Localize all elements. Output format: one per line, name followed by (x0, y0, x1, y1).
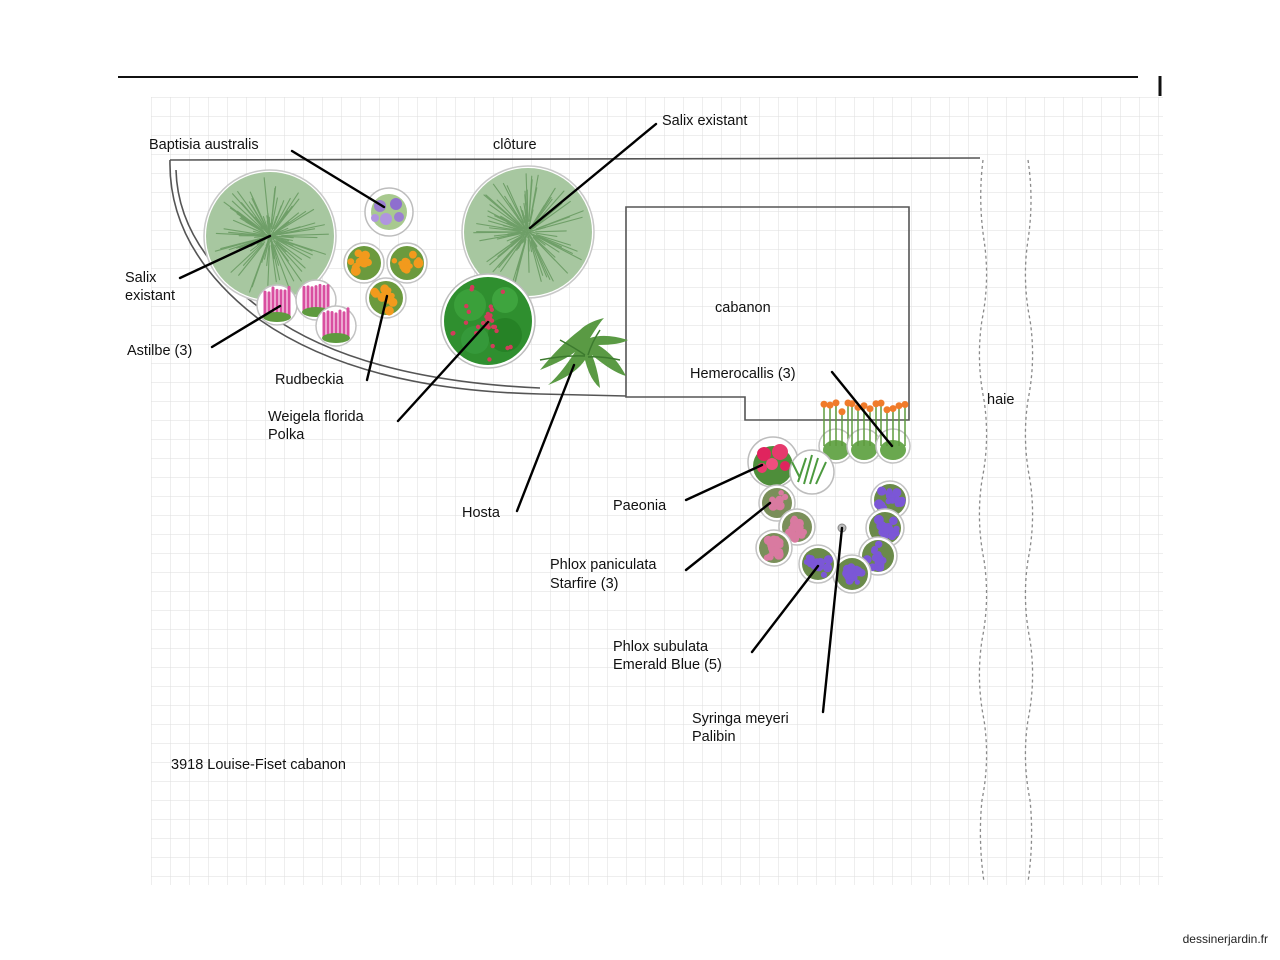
label-astilbe: Astilbe (3) (127, 343, 192, 359)
label-haie: haie (987, 392, 1014, 408)
label-salix-right: Salix existant (662, 113, 747, 129)
baptisia-plant (364, 187, 414, 237)
label-phlox-subulata-line2: Emerald Blue (5) (613, 657, 722, 673)
label-weigela-line1: Weigela florida (268, 409, 365, 425)
label-syringa-line1: Syringa meyeri (692, 711, 789, 727)
label-rudbeckia: Rudbeckia (275, 372, 344, 388)
label-salix-left-line2: existant (125, 288, 175, 304)
label-baptisia: Baptisia australis (149, 137, 259, 153)
site-credit[interactable]: dessinerjardin.fr (1182, 932, 1268, 946)
hosta-plant (539, 318, 628, 388)
label-cabanon: cabanon (715, 300, 771, 316)
hedge (978, 159, 1034, 883)
label-weigela-line2: Polka (268, 427, 305, 443)
phlox-subulata-group (798, 480, 910, 594)
paeonia-plant (747, 436, 799, 488)
label-salix-left-line1: Salix (125, 270, 157, 286)
bed-edge-curve (169, 159, 627, 397)
rudbeckia-group (343, 242, 428, 319)
salix-right-plant (461, 165, 595, 299)
label-phlox-subulata-line1: Phlox subulata (613, 639, 709, 655)
label-phlox-paniculata-line1: Phlox paniculata (550, 557, 657, 573)
label-hemerocallis: Hemerocallis (3) (690, 366, 796, 382)
shed-outline (625, 206, 910, 421)
label-paeonia: Paeonia (613, 498, 667, 514)
label-syringa-line2: Palibin (692, 729, 736, 745)
label-hosta: Hosta (462, 505, 501, 521)
phlox-paniculata-group (755, 484, 816, 567)
ornamental-grass (789, 449, 835, 495)
leader-lines (178, 122, 894, 714)
label-phlox-paniculata-line2: Starfire (3) (550, 576, 619, 592)
label-cloture: clôture (493, 137, 537, 153)
label-project: 3918 Louise-Fiset cabanon (171, 757, 346, 773)
